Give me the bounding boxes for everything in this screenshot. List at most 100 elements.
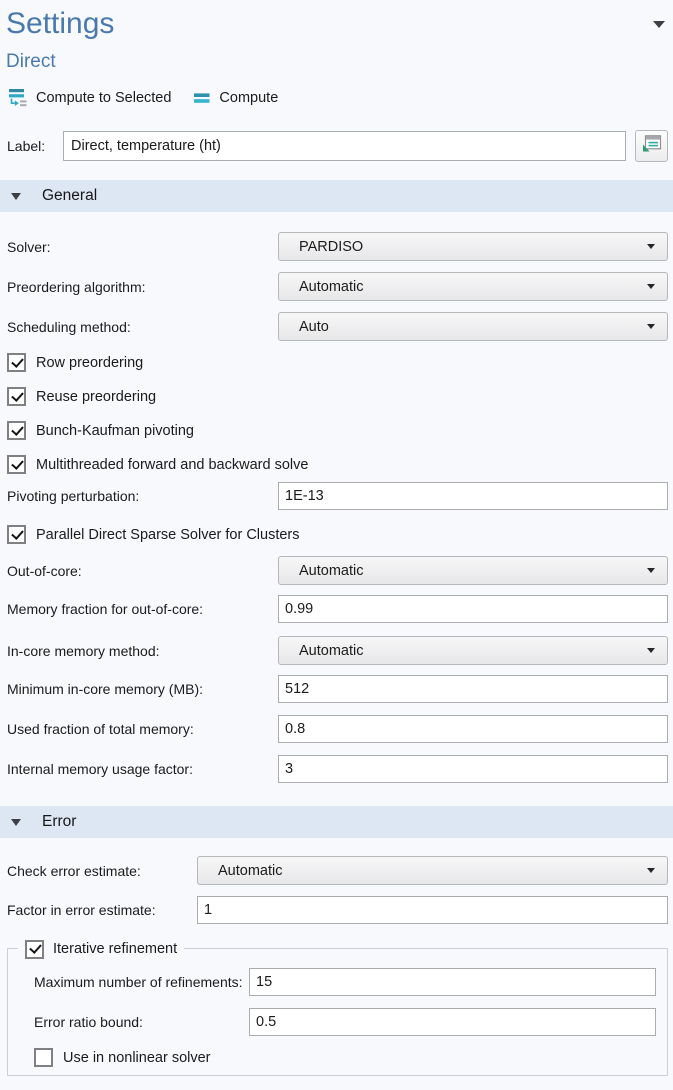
maximum-refinements-label: Maximum number of refinements: xyxy=(34,974,243,990)
bunch-kaufman-checkbox[interactable] xyxy=(7,421,26,440)
chevron-down-icon xyxy=(647,283,655,289)
chevron-down-icon xyxy=(647,243,655,249)
compute-to-selected-icon xyxy=(8,88,28,108)
preordering-algorithm-row: Preordering algorithm: Automatic xyxy=(7,272,668,301)
out-of-core-dropdown[interactable]: Automatic xyxy=(278,556,668,585)
window-panel-icon xyxy=(642,134,662,158)
scheduling-method-row: Scheduling method: Auto xyxy=(7,312,668,341)
use-in-nonlinear-label: Use in nonlinear solver xyxy=(63,1049,211,1066)
iterative-refinement-group: Iterative refinement Maximum number of r… xyxy=(7,938,668,1076)
minimum-in-core-memory-input[interactable] xyxy=(278,675,668,703)
preordering-algorithm-label: Preordering algorithm: xyxy=(7,278,146,295)
label-row: Label: xyxy=(7,130,668,162)
compute-to-selected-button[interactable]: Compute to Selected xyxy=(8,88,171,108)
used-fraction-input[interactable] xyxy=(278,715,668,743)
use-in-nonlinear-row: Use in nonlinear solver xyxy=(34,1048,656,1067)
iterative-refinement-legend: Iterative refinement xyxy=(18,938,185,960)
parallel-direct-checkbox[interactable] xyxy=(7,525,26,544)
section-header-error[interactable]: Error xyxy=(0,806,673,838)
chevron-down-icon xyxy=(647,867,655,873)
internal-memory-usage-label: Internal memory usage factor: xyxy=(7,761,193,777)
check-error-estimate-dropdown[interactable]: Automatic xyxy=(197,856,668,885)
error-ratio-bound-input[interactable] xyxy=(249,1008,656,1036)
settings-panel: Settings Direct Compute to Selected xyxy=(0,6,673,1090)
reuse-preordering-checkbox[interactable] xyxy=(7,387,26,406)
out-of-core-value: Automatic xyxy=(299,562,364,579)
bunch-kaufman-row: Bunch-Kaufman pivoting xyxy=(7,421,668,440)
out-of-core-row: Out-of-core: Automatic xyxy=(7,556,668,585)
minimum-in-core-memory-row: Minimum in-core memory (MB): xyxy=(7,675,668,703)
used-fraction-row: Used fraction of total memory: xyxy=(7,715,668,743)
multithreaded-checkbox[interactable] xyxy=(7,455,26,474)
row-preordering-label: Row preordering xyxy=(36,354,144,371)
general-section-body: Solver: PARDISO Preordering algorithm: A… xyxy=(0,212,673,783)
factor-in-error-estimate-label: Factor in error estimate: xyxy=(7,902,156,918)
internal-memory-usage-row: Internal memory usage factor: xyxy=(7,755,668,783)
check-error-estimate-label: Check error estimate: xyxy=(7,862,141,879)
section-title: Error xyxy=(42,813,77,830)
iterative-refinement-label: Iterative refinement xyxy=(53,941,178,957)
parallel-direct-row: Parallel Direct Sparse Solver for Cluste… xyxy=(7,525,668,544)
section-header-general[interactable]: General xyxy=(0,180,673,212)
multithreaded-row: Multithreaded forward and backward solve xyxy=(7,455,668,474)
use-in-nonlinear-checkbox[interactable] xyxy=(34,1048,53,1067)
reuse-preordering-row: Reuse preordering xyxy=(7,387,668,406)
chevron-down-icon xyxy=(647,323,655,329)
pivoting-perturbation-label: Pivoting perturbation: xyxy=(7,488,140,504)
out-of-core-label: Out-of-core: xyxy=(7,562,82,579)
iterative-refinement-checkbox[interactable] xyxy=(25,939,44,959)
compute-to-selected-label: Compute to Selected xyxy=(36,90,172,106)
solver-dropdown[interactable]: PARDISO xyxy=(278,232,668,261)
check-error-estimate-row: Check error estimate: Automatic xyxy=(7,856,668,885)
internal-memory-usage-input[interactable] xyxy=(278,755,668,783)
scheduling-method-value: Auto xyxy=(299,318,329,335)
memory-fraction-row: Memory fraction for out-of-core: xyxy=(7,595,668,623)
collapse-triangle-icon xyxy=(11,818,21,826)
solver-label: Solver: xyxy=(7,238,51,255)
in-core-memory-method-label: In-core memory method: xyxy=(7,642,160,659)
section-title: General xyxy=(42,187,98,204)
solver-row: Solver: PARDISO xyxy=(7,232,668,261)
scheduling-method-dropdown[interactable]: Auto xyxy=(278,312,668,341)
multithreaded-label: Multithreaded forward and backward solve xyxy=(36,456,309,473)
pivoting-perturbation-row: Pivoting perturbation: xyxy=(7,482,668,510)
bunch-kaufman-label: Bunch-Kaufman pivoting xyxy=(36,422,194,439)
preordering-algorithm-value: Automatic xyxy=(299,278,364,295)
maximum-refinements-input[interactable] xyxy=(249,968,656,996)
label-input[interactable] xyxy=(63,131,626,161)
scheduling-method-label: Scheduling method: xyxy=(7,318,131,335)
error-ratio-bound-row: Error ratio bound: xyxy=(34,1008,656,1036)
in-core-memory-method-value: Automatic xyxy=(299,642,364,659)
collapse-triangle-icon xyxy=(11,192,21,200)
check-error-estimate-value: Automatic xyxy=(218,862,283,879)
node-title: Direct xyxy=(6,51,56,72)
chevron-down-icon xyxy=(647,647,655,653)
reuse-preordering-label: Reuse preordering xyxy=(36,388,157,405)
show-window-button[interactable] xyxy=(635,130,668,162)
pivoting-perturbation-input[interactable] xyxy=(278,482,668,510)
solver-value: PARDISO xyxy=(299,238,364,255)
in-core-memory-method-row: In-core memory method: Automatic xyxy=(7,636,668,665)
compute-label: Compute xyxy=(219,90,279,106)
row-preordering-row: Row preordering xyxy=(7,353,668,372)
memory-fraction-label: Memory fraction for out-of-core: xyxy=(7,601,204,617)
compute-icon xyxy=(193,89,211,107)
error-section-body: Check error estimate: Automatic Factor i… xyxy=(0,838,673,1076)
factor-in-error-estimate-row: Factor in error estimate: xyxy=(7,896,668,924)
used-fraction-label: Used fraction of total memory: xyxy=(7,721,194,737)
panel-menu-chevron-icon[interactable] xyxy=(653,21,665,28)
factor-in-error-estimate-input[interactable] xyxy=(197,896,668,924)
memory-fraction-input[interactable] xyxy=(278,595,668,623)
compute-button[interactable]: Compute xyxy=(193,89,278,107)
row-preordering-checkbox[interactable] xyxy=(7,353,26,372)
minimum-in-core-memory-label: Minimum in-core memory (MB): xyxy=(7,681,204,697)
in-core-memory-method-dropdown[interactable]: Automatic xyxy=(278,636,668,665)
page-title: Settings xyxy=(6,7,115,40)
chevron-down-icon xyxy=(647,567,655,573)
label-field-caption: Label: xyxy=(7,138,46,154)
maximum-refinements-row: Maximum number of refinements: xyxy=(34,968,656,996)
parallel-direct-label: Parallel Direct Sparse Solver for Cluste… xyxy=(36,526,300,543)
preordering-algorithm-dropdown[interactable]: Automatic xyxy=(278,272,668,301)
settings-toolbar: Compute to Selected Compute xyxy=(8,85,673,111)
error-ratio-bound-label: Error ratio bound: xyxy=(34,1014,143,1030)
